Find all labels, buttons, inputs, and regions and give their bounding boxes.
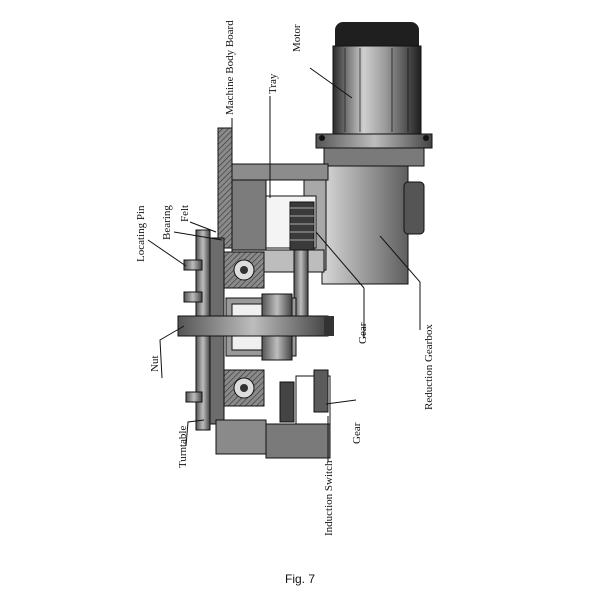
label-tray: Tray	[267, 73, 279, 94]
label-machine-body-board: Machine Body Board	[224, 20, 236, 115]
label-felt: Felt	[179, 205, 191, 222]
label-gear-lower: Gear	[351, 422, 363, 444]
leader-lines	[147, 67, 421, 462]
motor-part	[315, 22, 433, 167]
label-gear-upper: Gear	[357, 322, 369, 344]
label-induction-switch: Induction Switch	[323, 460, 335, 536]
label-reduction-gearbox: Reduction Gearbox	[423, 324, 435, 410]
label-motor: Motor	[291, 24, 303, 52]
label-locating-pin: Locating Pin	[135, 205, 147, 262]
label-nut: Nut	[149, 356, 161, 373]
upper-gear-part	[289, 201, 315, 321]
induction-switch-part	[265, 369, 331, 459]
figure-caption: Fig. 7	[284, 572, 315, 586]
label-turntable: Turntable	[177, 426, 189, 468]
turntable-part	[177, 229, 334, 455]
label-bearing: Bearing	[161, 205, 173, 240]
